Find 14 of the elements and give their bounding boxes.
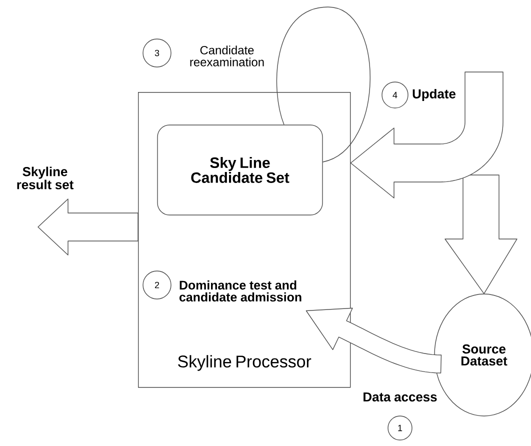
edge-label: Update [412, 88, 456, 102]
step-text: Dominance test and candidate admission [180, 280, 302, 302]
edge-label: Candidate reexamination [190, 46, 264, 66]
candidate-set-box: Sky Line Candidate Set [157, 124, 323, 216]
edge-label: Skyline result set [17, 166, 74, 190]
callout-number: 1 [388, 416, 412, 440]
bent-block-arrow [350, 72, 504, 198]
edge-label: Data access [364, 392, 437, 402]
callout-number: 3 [142, 38, 172, 68]
callout-number: 4 [382, 82, 408, 108]
block-arrow [444, 174, 518, 294]
callout-number: 2 [142, 270, 172, 300]
loop-line [276, 6, 370, 162]
block-arrow [38, 198, 138, 256]
